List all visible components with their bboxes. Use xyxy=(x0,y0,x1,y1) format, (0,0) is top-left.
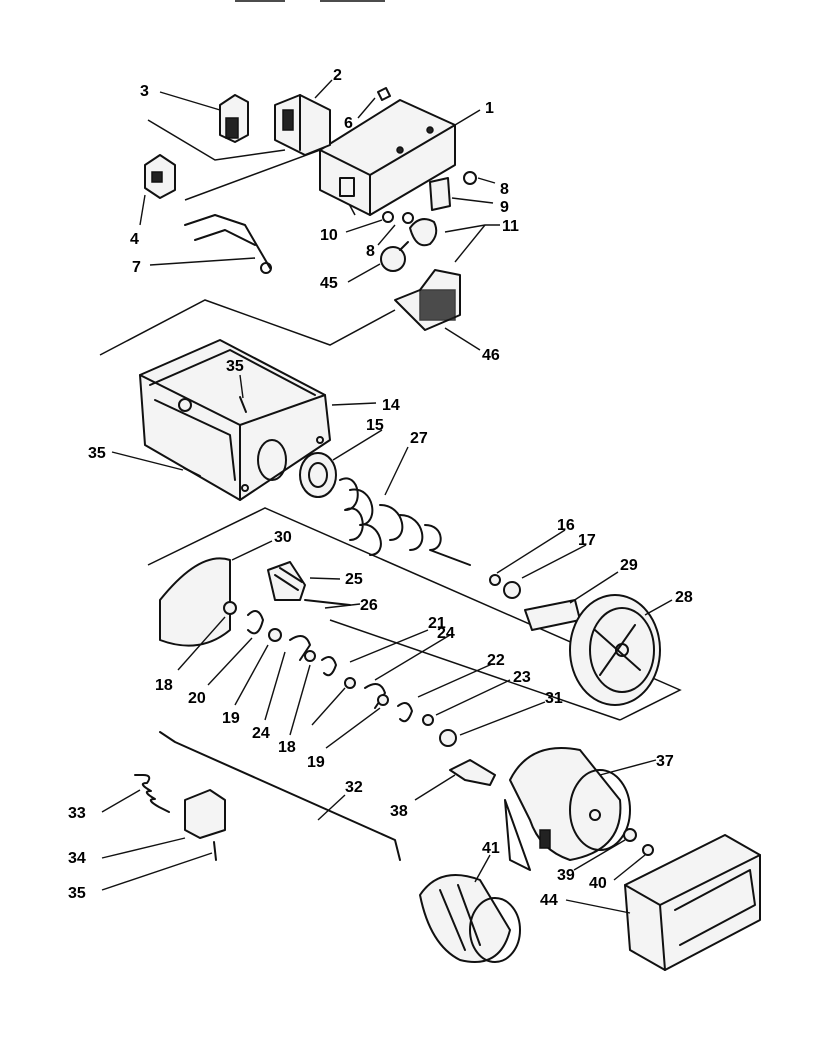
control-box-part-1 xyxy=(319,99,456,216)
screw-part-35 xyxy=(183,467,201,477)
nut-part-31 xyxy=(439,729,457,747)
callout-1: 1 xyxy=(485,100,494,117)
callout-37: 37 xyxy=(656,753,674,770)
callout-21: 21 xyxy=(428,615,446,632)
leader-lines xyxy=(101,79,673,914)
callout-17: 17 xyxy=(578,532,596,549)
callout-7: 7 xyxy=(132,259,141,276)
callout-41: 41 xyxy=(482,840,500,857)
screw-part-35 xyxy=(239,396,247,413)
crusher-wheel-part-28 xyxy=(569,594,661,706)
callout-6: 6 xyxy=(344,115,353,132)
callout-16: 16 xyxy=(557,517,575,534)
callout-4: 4 xyxy=(130,231,139,248)
callout-35-bottom: 35 xyxy=(68,885,86,902)
rod-part-32 xyxy=(159,731,401,861)
washer-part-40 xyxy=(642,844,654,856)
callout-3: 3 xyxy=(140,83,149,100)
callout-24-left: 24 xyxy=(252,725,270,742)
bracket-part-38 xyxy=(449,759,496,786)
callout-44: 44 xyxy=(540,892,558,909)
blade-part-25 xyxy=(267,561,306,601)
clip-part-6 xyxy=(377,87,391,101)
callout-38: 38 xyxy=(390,803,408,820)
callout-18-left: 18 xyxy=(155,677,173,694)
callout-35-middle: 35 xyxy=(88,445,106,462)
callout-22: 22 xyxy=(487,652,505,669)
callout-8-top: 8 xyxy=(500,181,509,198)
blade-plate-part-30 xyxy=(159,557,231,647)
spacer-stack-parts-18-24 xyxy=(223,601,434,726)
bracket-part-34 xyxy=(184,789,226,839)
washer-part-16 xyxy=(489,574,501,586)
callout-2: 2 xyxy=(333,67,342,84)
callout-10: 10 xyxy=(320,227,338,244)
lamp-socket-part-11 xyxy=(409,218,438,247)
callout-18-right: 18 xyxy=(278,739,296,756)
light-bulb-part-45 xyxy=(380,241,409,272)
callout-19-right: 19 xyxy=(307,754,325,771)
callout-20: 20 xyxy=(188,690,206,707)
auger-spring-part-27 xyxy=(339,477,471,566)
callout-28: 28 xyxy=(675,589,693,606)
callout-27: 27 xyxy=(410,430,428,447)
drive-key-part-29 xyxy=(524,599,581,631)
relay-part-2 xyxy=(274,94,331,156)
callout-14: 14 xyxy=(382,397,400,414)
callout-46: 46 xyxy=(482,347,500,364)
callout-9: 9 xyxy=(500,199,509,216)
callout-34: 34 xyxy=(68,850,86,867)
callout-8-bottom: 8 xyxy=(366,243,375,260)
callout-25: 25 xyxy=(345,571,363,588)
callout-32: 32 xyxy=(345,779,363,796)
callout-24-right: 24 xyxy=(437,625,455,642)
callout-35-top: 35 xyxy=(226,358,244,375)
callout-23: 23 xyxy=(513,669,531,686)
bracket-part-4 xyxy=(144,154,176,199)
callout-19-left: 19 xyxy=(222,710,240,727)
motor-cover-part-44 xyxy=(624,834,761,971)
screw-part-35 xyxy=(213,841,217,861)
tube-part-41 xyxy=(419,874,521,963)
callout-40: 40 xyxy=(589,875,607,892)
lamp-shield-part-46 xyxy=(394,269,461,331)
screw-part-26 xyxy=(304,599,351,606)
motor-housing-part-37 xyxy=(504,747,631,871)
callout-33: 33 xyxy=(68,805,86,822)
callout-11: 11 xyxy=(502,218,519,235)
harness-part-7 xyxy=(184,214,272,274)
callout-15: 15 xyxy=(366,417,384,434)
callout-labels: 1 2 3 4 6 7 8 8 9 10 11 14 15 16 17 18 1… xyxy=(68,67,693,909)
assembly-guide-lines xyxy=(99,119,682,721)
fastener-parts-8-9-10 xyxy=(382,171,477,224)
bushing-part-15 xyxy=(299,452,337,498)
callout-31: 31 xyxy=(545,690,563,707)
washer-part-39 xyxy=(623,828,637,842)
callout-30: 30 xyxy=(274,529,292,546)
callout-45: 45 xyxy=(320,275,338,292)
callout-26: 26 xyxy=(360,597,378,614)
washer-part-17 xyxy=(503,581,521,599)
callout-39: 39 xyxy=(557,867,575,884)
ice-bin-housing-part-14 xyxy=(139,339,331,501)
spring-part-33 xyxy=(134,774,170,813)
callout-29: 29 xyxy=(620,557,638,574)
switch-part-3 xyxy=(219,94,249,143)
